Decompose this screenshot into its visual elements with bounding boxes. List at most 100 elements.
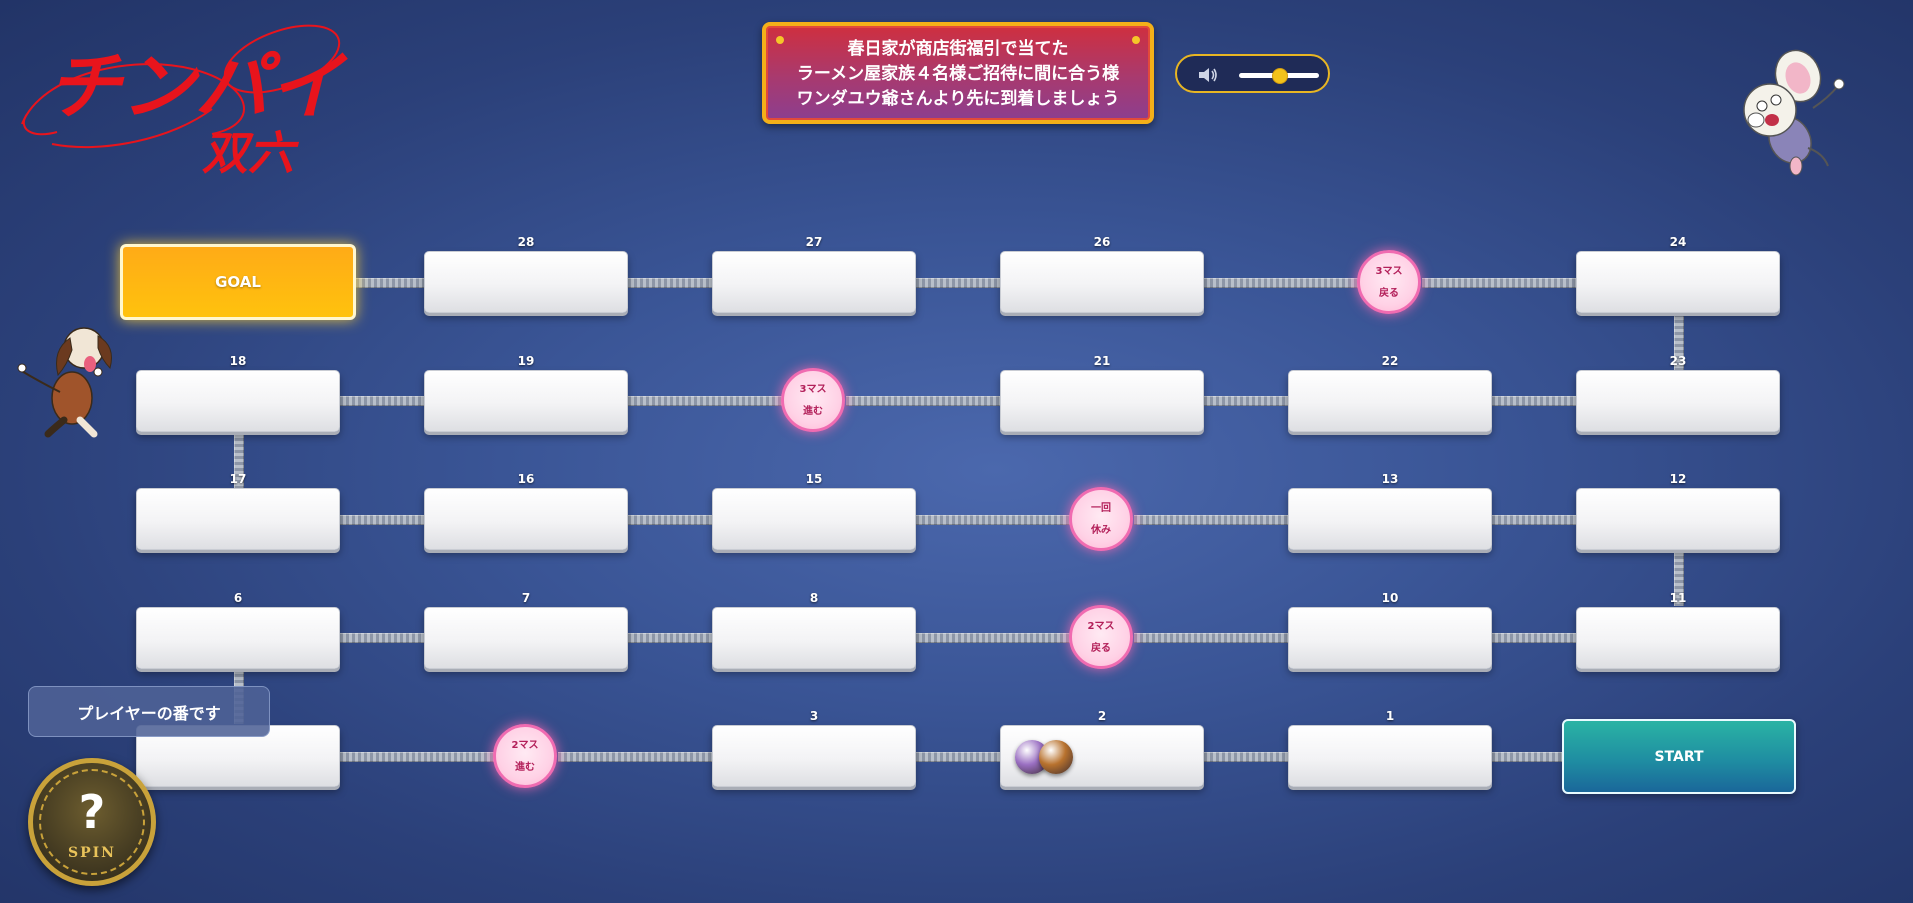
event-space-back-3[interactable]: 3マス戻る: [1357, 250, 1421, 314]
tile-number: 2: [1097, 709, 1107, 723]
board-tile-8[interactable]: [712, 607, 916, 669]
turn-status: プレイヤーの番です: [28, 686, 270, 737]
board-tile-12[interactable]: [1576, 488, 1780, 550]
logo-text-sub: 双六: [202, 126, 300, 180]
tile-number: 19: [517, 354, 535, 368]
path-connector: [628, 633, 714, 643]
tile-number: 16: [517, 472, 535, 486]
board-tile-22[interactable]: [1288, 370, 1492, 432]
board-tile-3[interactable]: [712, 725, 916, 787]
tile-number: 27: [805, 235, 823, 249]
event-line: 3マス: [799, 383, 827, 395]
event-space-forward-3[interactable]: 3マス進む: [781, 368, 845, 432]
tile-number: 17: [229, 472, 247, 486]
board-tile-21[interactable]: [1000, 370, 1204, 432]
event-line: 戻る: [1091, 642, 1111, 654]
board-tile-24[interactable]: [1576, 251, 1780, 313]
tile-number: 26: [1093, 235, 1111, 249]
question-mark-icon: ?: [78, 785, 106, 839]
tile-number: 21: [1093, 354, 1111, 368]
tile-number: 22: [1381, 354, 1399, 368]
path-connector: [1492, 396, 1578, 406]
spin-label: SPIN: [68, 845, 116, 861]
board-tile-26[interactable]: [1000, 251, 1204, 313]
board-tile-19[interactable]: [424, 370, 628, 432]
path-connector: [916, 633, 1070, 643]
volume-slider[interactable]: [1239, 68, 1319, 84]
tile-number: 23: [1669, 354, 1687, 368]
path-connector: [1204, 396, 1290, 406]
board-tile-28[interactable]: [424, 251, 628, 313]
board-tile-10[interactable]: [1288, 607, 1492, 669]
board-tile-1[interactable]: [1288, 725, 1492, 787]
tile-number: 18: [229, 354, 247, 368]
spin-button[interactable]: ? SPIN: [28, 758, 156, 886]
event-line: 休み: [1091, 524, 1111, 536]
dog-character: [17, 327, 112, 438]
board-tile-16[interactable]: [424, 488, 628, 550]
board-tile-13[interactable]: [1288, 488, 1492, 550]
path-connector: [1134, 633, 1290, 643]
volume-slider-knob[interactable]: [1272, 68, 1288, 84]
board-tile-6[interactable]: [136, 607, 340, 669]
board-tile-18[interactable]: [136, 370, 340, 432]
mouse-character: [1743, 49, 1845, 176]
event-line: 2マス: [1087, 620, 1115, 632]
volume-control[interactable]: [1175, 54, 1330, 93]
banner-line-2: ラーメン屋家族４名様ご招待に間に合う様: [796, 64, 1120, 84]
event-space-forward-2[interactable]: 2マス進む: [493, 724, 557, 788]
tile-number: 8: [809, 591, 819, 605]
tile-number: 11: [1669, 591, 1687, 605]
tile-number: 15: [805, 472, 823, 486]
path-connector: [1492, 752, 1562, 762]
board-tile-7[interactable]: [424, 607, 628, 669]
path-connector: [628, 396, 782, 406]
game-logo: チンパイ 双六: [12, 14, 357, 184]
board-tile-23[interactable]: [1576, 370, 1780, 432]
start-tile[interactable]: START: [1562, 719, 1796, 794]
goal-tile[interactable]: GOAL: [120, 244, 356, 320]
board-tile-11[interactable]: [1576, 607, 1780, 669]
tile-number: 28: [517, 235, 535, 249]
path-connector: [340, 515, 426, 525]
board-tile-15[interactable]: [712, 488, 916, 550]
path-connector: [916, 752, 1002, 762]
path-connector: [916, 515, 1070, 525]
path-connector: [846, 396, 1002, 406]
path-connector: [1134, 515, 1290, 525]
path-connector-vertical: [234, 432, 244, 488]
board-tile-17[interactable]: [136, 488, 340, 550]
banner-line-1: 春日家が商店街福引で当てた: [847, 39, 1069, 59]
speaker-icon[interactable]: [1197, 66, 1219, 84]
path-connector: [628, 515, 714, 525]
board-tile-27[interactable]: [712, 251, 916, 313]
tile-number: 24: [1669, 235, 1687, 249]
path-connector: [1204, 278, 1358, 288]
tile-number: 7: [521, 591, 531, 605]
tile-number: 12: [1669, 472, 1687, 486]
event-line: 進む: [803, 405, 823, 417]
event-space-skip-turn[interactable]: 一回休み: [1069, 487, 1133, 551]
event-line: 3マス: [1375, 265, 1403, 277]
path-connector: [558, 752, 714, 762]
path-connector: [1492, 633, 1578, 643]
cpu-piece: [1039, 740, 1073, 774]
banner-rivet: [1132, 36, 1140, 44]
event-line: 2マス: [511, 739, 539, 751]
tile-number: 6: [233, 591, 243, 605]
path-connector: [1422, 278, 1576, 288]
path-connector-vertical: [1674, 314, 1684, 370]
event-space-back-2[interactable]: 2マス戻る: [1069, 605, 1133, 669]
event-line: 進む: [515, 761, 535, 773]
path-connector: [628, 278, 714, 288]
path-connector: [340, 396, 426, 406]
event-line: 戻る: [1379, 287, 1399, 299]
spin-ring: [39, 769, 145, 875]
path-connector: [1492, 515, 1578, 525]
path-connector: [1204, 752, 1290, 762]
path-connector: [916, 278, 1002, 288]
event-line: 一回: [1091, 502, 1111, 514]
logo-text-main: チンパイ: [47, 44, 348, 130]
tile-number: 10: [1381, 591, 1399, 605]
path-connector: [340, 633, 426, 643]
